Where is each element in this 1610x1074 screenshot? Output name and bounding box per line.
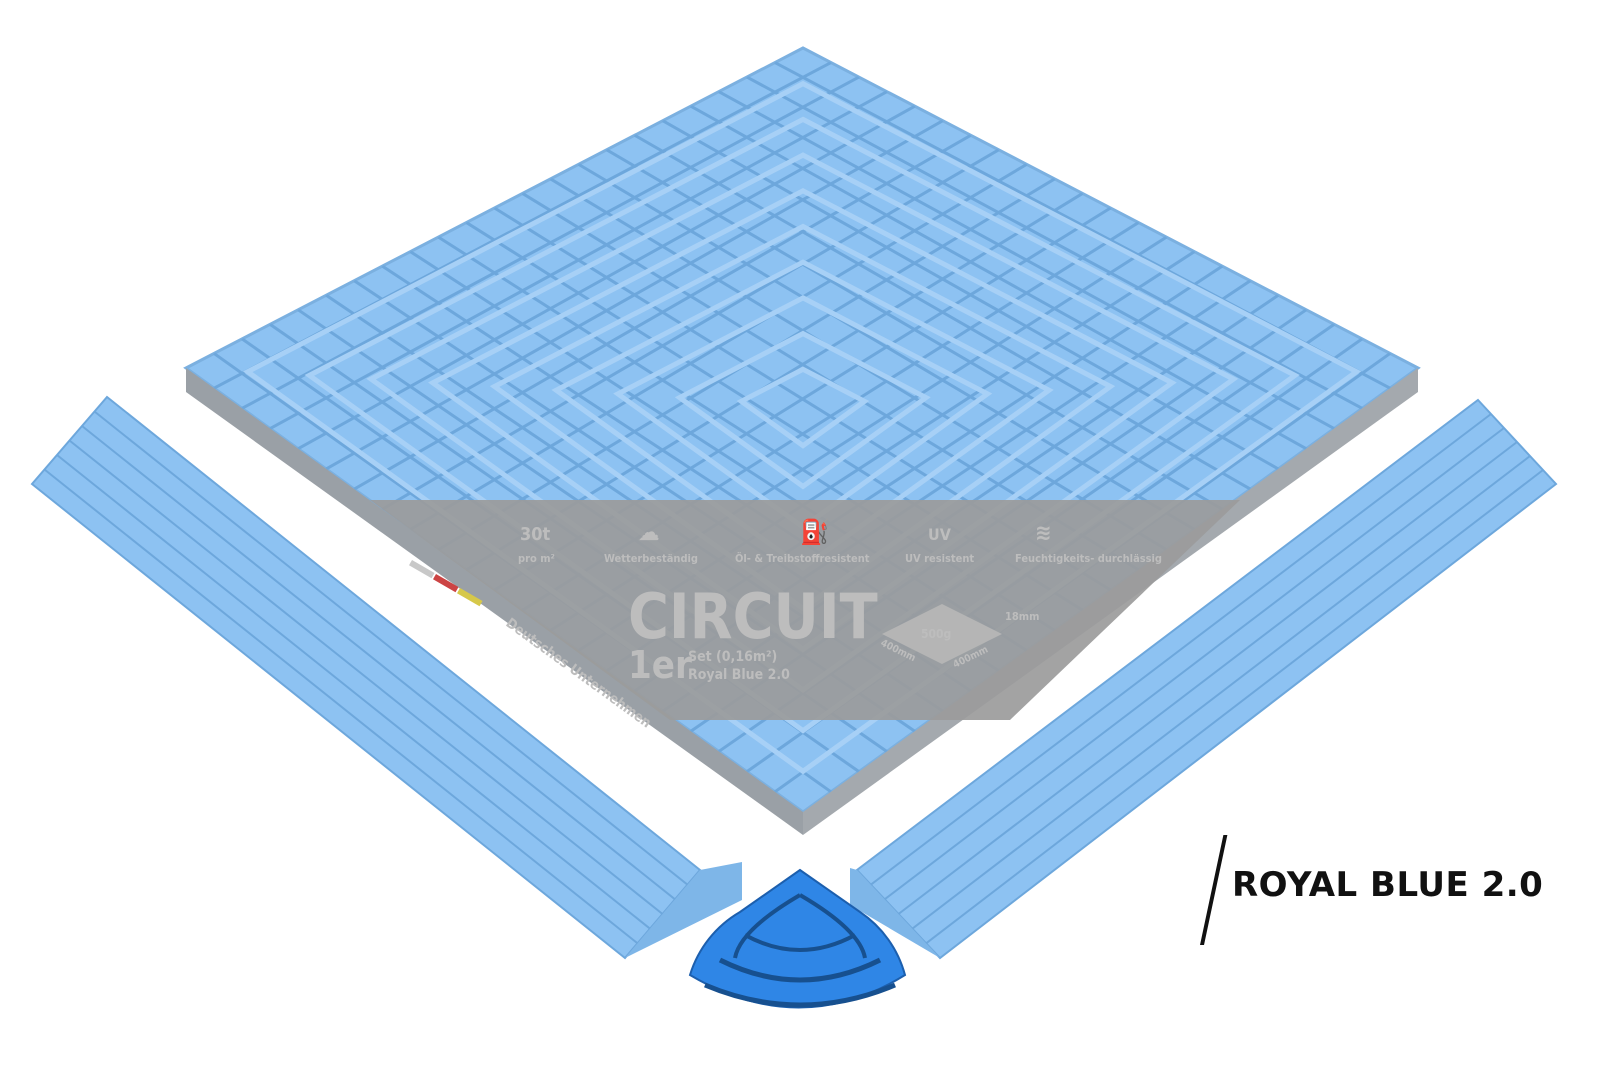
grid-ring [304,116,1300,734]
left-edge-ramp [30,395,742,960]
feature-label-2: Wetterbeständig [604,552,698,565]
feature-icons: 30t pro m² ☁ Wetterbeständig ⛽ Öl- & Tre… [518,518,1162,565]
package-variant: Royal Blue 2.0 [688,667,790,683]
ramp-groove [911,455,1531,930]
ramp-groove [925,469,1544,945]
feature-label-4: UV resistent [905,552,974,565]
grid-ring [674,330,931,490]
stripe-grey [409,560,435,579]
ramp-groove [81,425,676,901]
package-count: 1er [628,643,692,687]
feature-icon-4: UV [928,525,952,544]
ramp-groove [870,413,1492,886]
grid-ring [736,366,870,449]
stripe-yellow [457,588,483,607]
ramp-groove [43,468,639,945]
feature-label-1: pro m² [518,552,555,565]
ramp-groove [897,441,1518,915]
weather-icon: ☁ [638,518,660,546]
ramp-groove [884,427,1505,901]
variant-name: ROYAL BLUE 2.0 [1232,865,1544,905]
fuel-icon: ⛽ [800,518,830,546]
brand-title: CIRCUIT [628,580,878,653]
slash-divider [1200,835,1228,945]
package-thickness: 18mm [1005,610,1039,623]
ramp-groove [56,454,651,930]
package-set: Set (0,16m²) [688,649,777,665]
feature-label-5: Feuchtigkeits- durchlässig [1015,552,1162,565]
feature-icon-1: 30t [520,524,551,545]
corner-piece [688,868,907,1009]
stripe-red [433,574,459,593]
ramp-groove [68,439,664,915]
grid-ring [242,80,1362,775]
drainage-icon: ≋ [1035,521,1052,546]
feature-label-3: Öl- & Treibstoffresistent [735,551,870,565]
right-edge-ramp [850,398,1558,960]
package-weight: 500g [921,627,951,641]
variant-label: ROYAL BLUE 2.0 [1200,835,1543,945]
ramp-groove [93,410,689,886]
